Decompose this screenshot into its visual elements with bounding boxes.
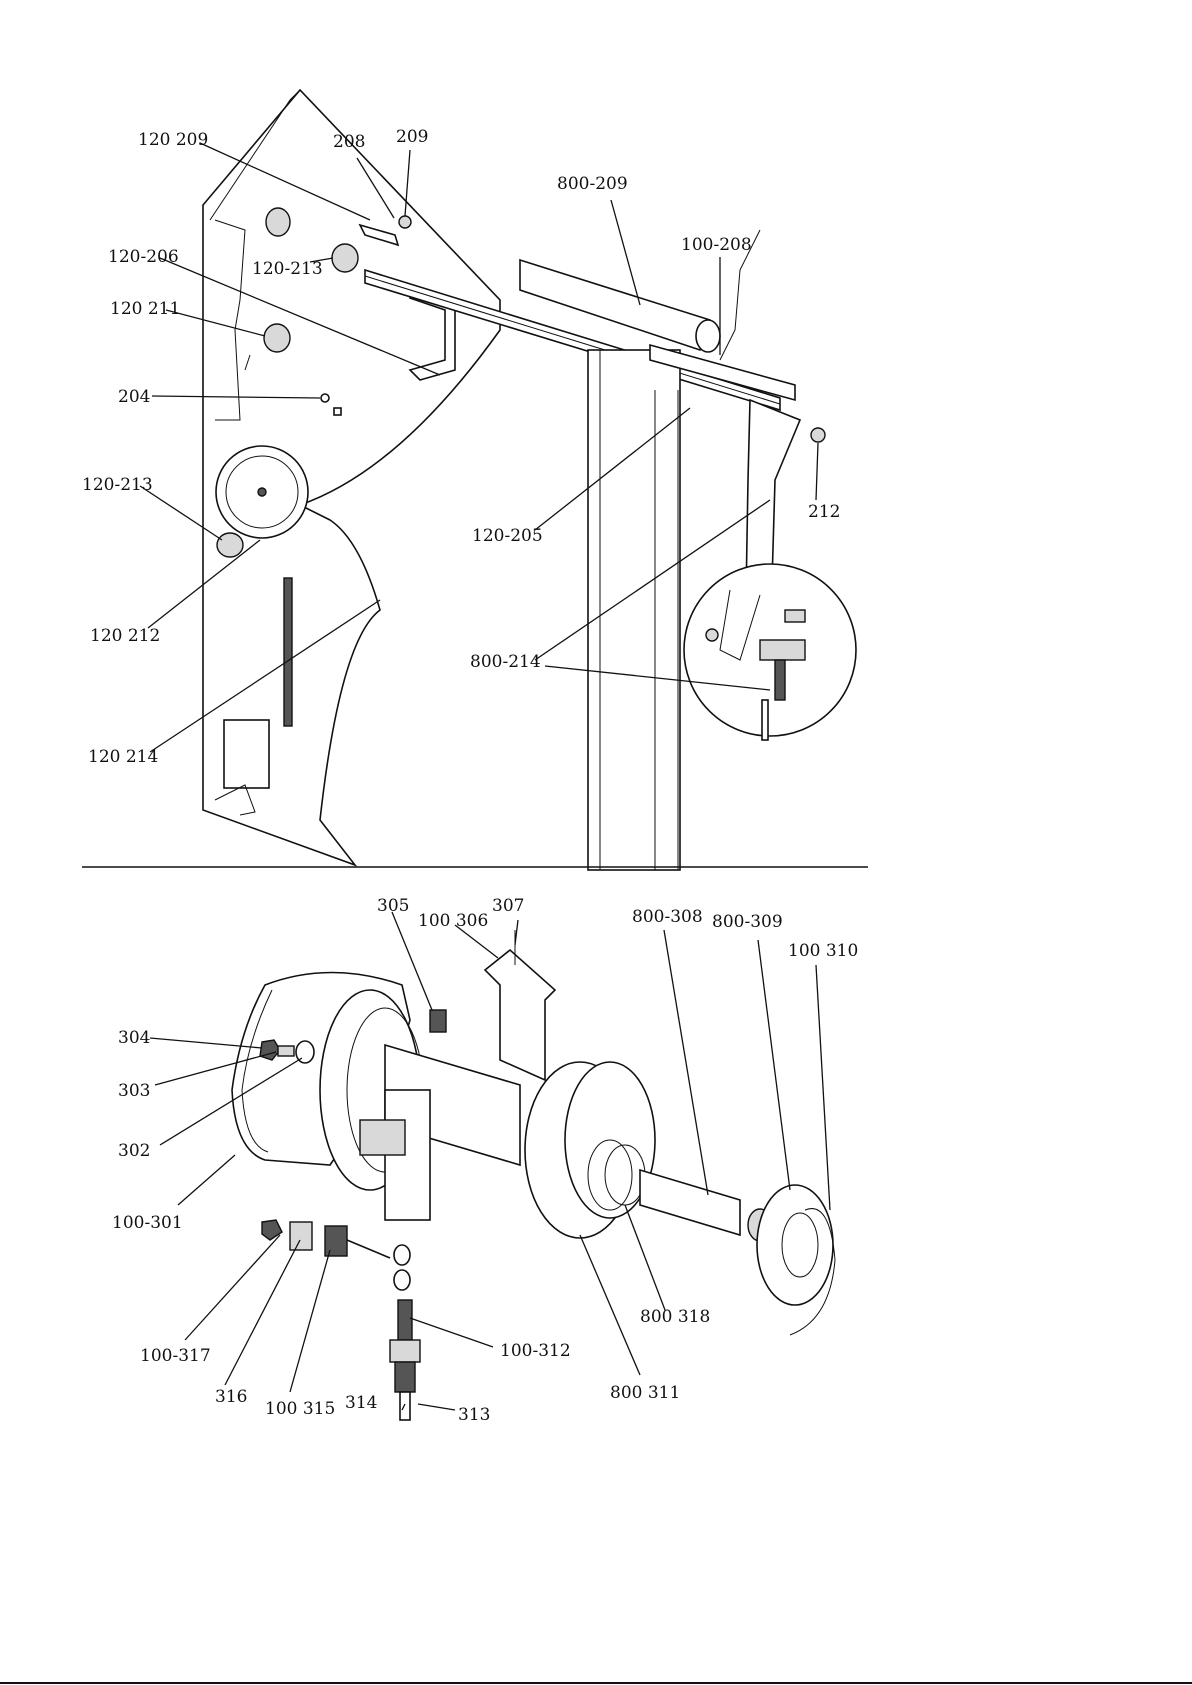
label-800-308: 800-308: [632, 907, 703, 927]
label-100-315: 100 315: [265, 1399, 335, 1419]
label-120-211: 120 211: [110, 299, 180, 319]
upper-assembly-drawing: [203, 90, 856, 870]
label-800-214: 800-214: [470, 652, 541, 672]
washer-303: [278, 1046, 294, 1056]
label-120-212: 120 212: [90, 626, 160, 646]
label-120-213-upper: 120-213: [252, 259, 323, 279]
label-305: 305: [377, 896, 409, 916]
nut-305: [430, 1010, 446, 1032]
knob-120-211: [264, 324, 290, 352]
spring-120-214: [284, 578, 292, 726]
label-307: 307: [492, 896, 524, 916]
label-120-214: 120 214: [88, 747, 158, 767]
detail-block: [760, 640, 805, 660]
label-120-206: 120-206: [108, 247, 179, 267]
knob-120-213: [332, 244, 358, 272]
gear-316: [290, 1222, 312, 1250]
label-208: 208: [333, 132, 365, 152]
knob-120-213-lower: [217, 533, 243, 557]
lower-leader-lines: [150, 912, 830, 1410]
label-800-209: 800-209: [557, 174, 628, 194]
label-314: 314: [345, 1393, 377, 1413]
label-204: 204: [118, 387, 150, 407]
pin-314: [400, 1392, 410, 1420]
label-316: 316: [215, 1387, 247, 1407]
label-209: 209: [396, 127, 428, 147]
label-303: 303: [118, 1081, 150, 1101]
label-800-318: 800 318: [640, 1307, 710, 1327]
lower-part-labels: 305 100 306 307 800-308 800-309 100 310 …: [112, 896, 858, 1425]
label-100-317: 100-317: [140, 1346, 211, 1366]
label-304: 304: [118, 1028, 150, 1048]
plate: [224, 720, 269, 788]
screw-209: [399, 216, 411, 228]
label-120-209: 120 209: [138, 130, 208, 150]
label-302: 302: [118, 1141, 150, 1161]
bracket-100-306: [485, 950, 555, 1080]
mount-bracket: [360, 1120, 405, 1155]
collar-313: [395, 1362, 415, 1392]
column: [588, 350, 680, 870]
label-120-213-lower: 120-213: [82, 475, 153, 495]
spindle-100-312: [398, 1300, 412, 1340]
label-800-309: 800-309: [712, 912, 783, 932]
shaft-800-308: [640, 1170, 740, 1235]
label-100-310: 100 310: [788, 941, 858, 961]
label-100-306: 100 306: [418, 911, 488, 931]
label-800-311: 800 311: [610, 1383, 680, 1403]
label-100-208: 100-208: [681, 235, 752, 255]
label-313: 313: [458, 1405, 490, 1425]
disc-800-309: [757, 1185, 833, 1305]
label-120-205: 120-205: [472, 526, 543, 546]
gear-100-315: [325, 1226, 347, 1256]
label-100-301: 100-301: [112, 1213, 183, 1233]
label-100-312: 100-312: [500, 1341, 571, 1361]
label-212: 212: [808, 502, 840, 522]
nut-204: [334, 408, 341, 415]
screw-212: [811, 428, 825, 442]
knob-top: [266, 208, 290, 236]
screw-204: [321, 394, 329, 402]
